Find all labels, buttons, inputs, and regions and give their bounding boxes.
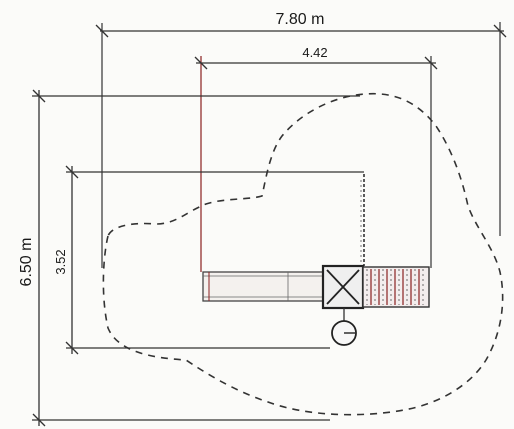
safety-zone-outline <box>102 92 504 416</box>
structure-width-label: 4.42 <box>302 45 327 60</box>
structure-width-tick-right <box>424 56 438 70</box>
structure-height-tick-bottom <box>65 341 79 355</box>
tower-cross-2 <box>326 269 360 305</box>
overall-width-tick-left <box>95 24 109 38</box>
structure-width-tick-left <box>194 56 208 70</box>
stair-ladder <box>362 266 430 308</box>
stair-steps-dark <box>366 269 424 305</box>
overall-height-tick-bottom <box>32 413 46 427</box>
overall-width-tick-right <box>493 24 507 38</box>
structure-height-tick-top <box>65 165 79 179</box>
stair-steps <box>370 269 420 305</box>
structure-height-label: 3.52 <box>53 249 68 274</box>
overall-height-label: 6.50 m <box>18 238 35 287</box>
overall-width-label: 7.80 m <box>276 11 325 28</box>
overall-height-tick-top <box>32 89 46 103</box>
